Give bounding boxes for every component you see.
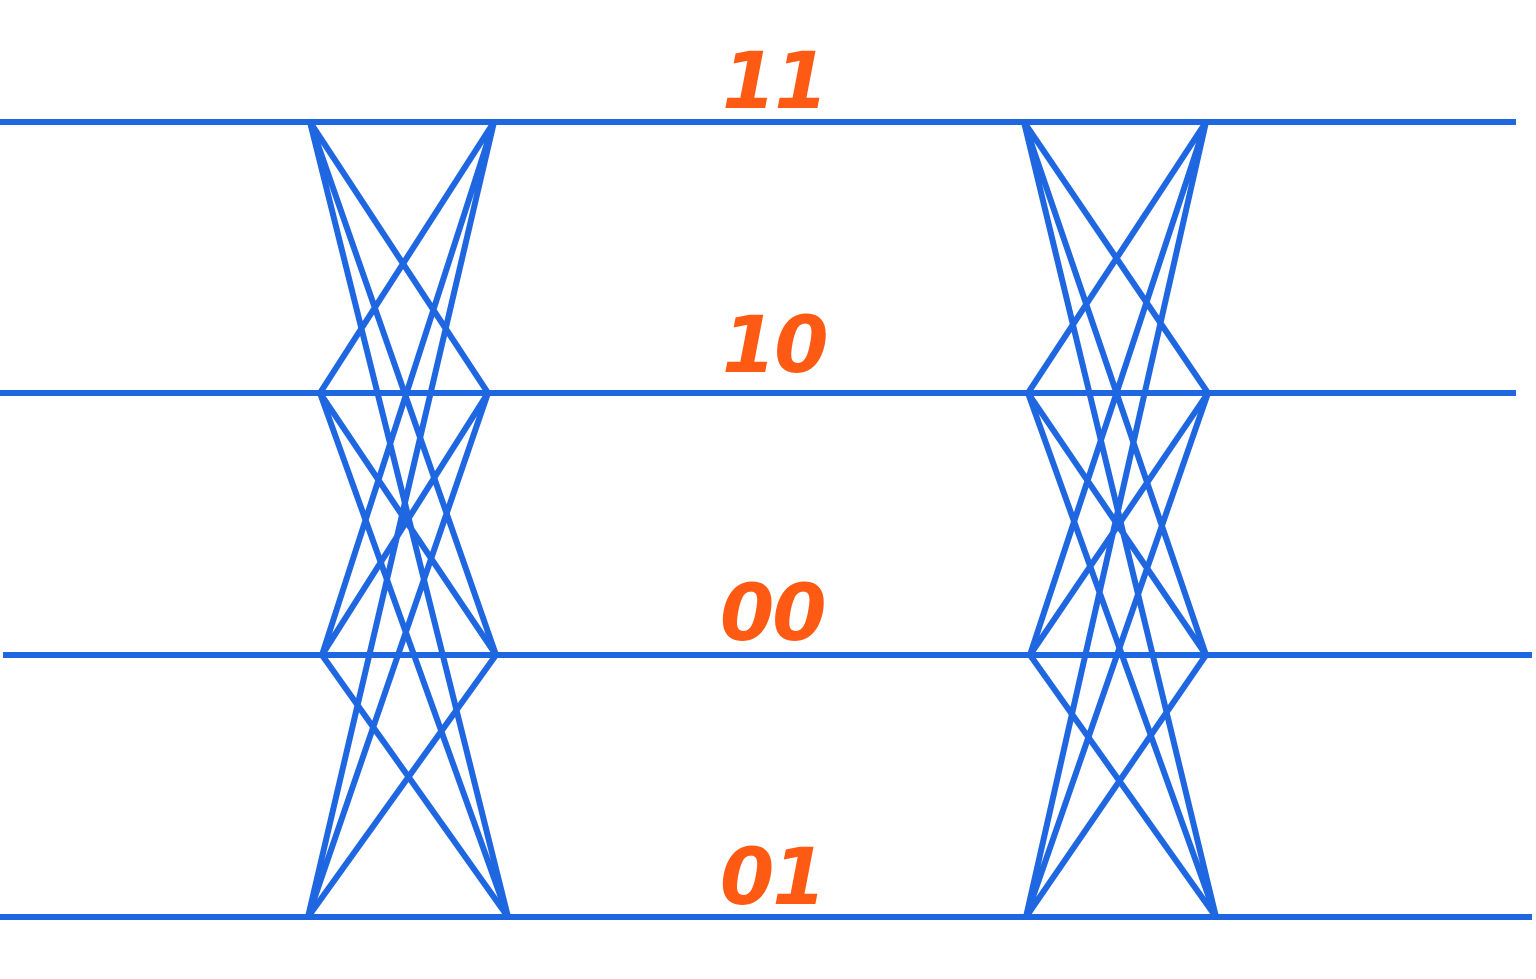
transition-line-1-1-3 xyxy=(317,390,511,920)
transition-line-1-0-1 xyxy=(307,119,491,396)
transition-group-left xyxy=(305,119,511,920)
level-label-11: 11 xyxy=(722,37,827,127)
transition-line-2-1-0 xyxy=(1025,119,1209,396)
transition-line-1-2-1 xyxy=(319,390,491,658)
level-label-00: 00 xyxy=(720,569,825,659)
transition-line-2-3-2 xyxy=(1023,652,1209,920)
level-labels: 11 10 00 01 xyxy=(720,37,829,923)
transition-line-2-2-1 xyxy=(1027,390,1211,658)
transition-group-right xyxy=(1021,119,1219,920)
transition-line-1-3-0 xyxy=(305,119,497,920)
level-label-10: 10 xyxy=(722,301,827,391)
transition-line-1-1-0 xyxy=(317,119,497,396)
transition-line-2-2-0 xyxy=(1027,119,1209,658)
transition-line-2-1-3 xyxy=(1025,390,1219,920)
transition-line-1-3-1 xyxy=(305,390,491,920)
transition-line-2-3-0 xyxy=(1023,119,1209,920)
transition-line-1-3-2 xyxy=(305,652,499,920)
transition-line-1-2-3 xyxy=(319,652,511,920)
level-label-01: 01 xyxy=(720,833,825,923)
transition-line-1-0-2 xyxy=(307,119,499,658)
level-lines xyxy=(0,119,1532,920)
transition-line-1-2-0 xyxy=(319,119,497,658)
transition-line-2-3-1 xyxy=(1023,390,1211,920)
transition-line-2-2-3 xyxy=(1027,652,1219,920)
